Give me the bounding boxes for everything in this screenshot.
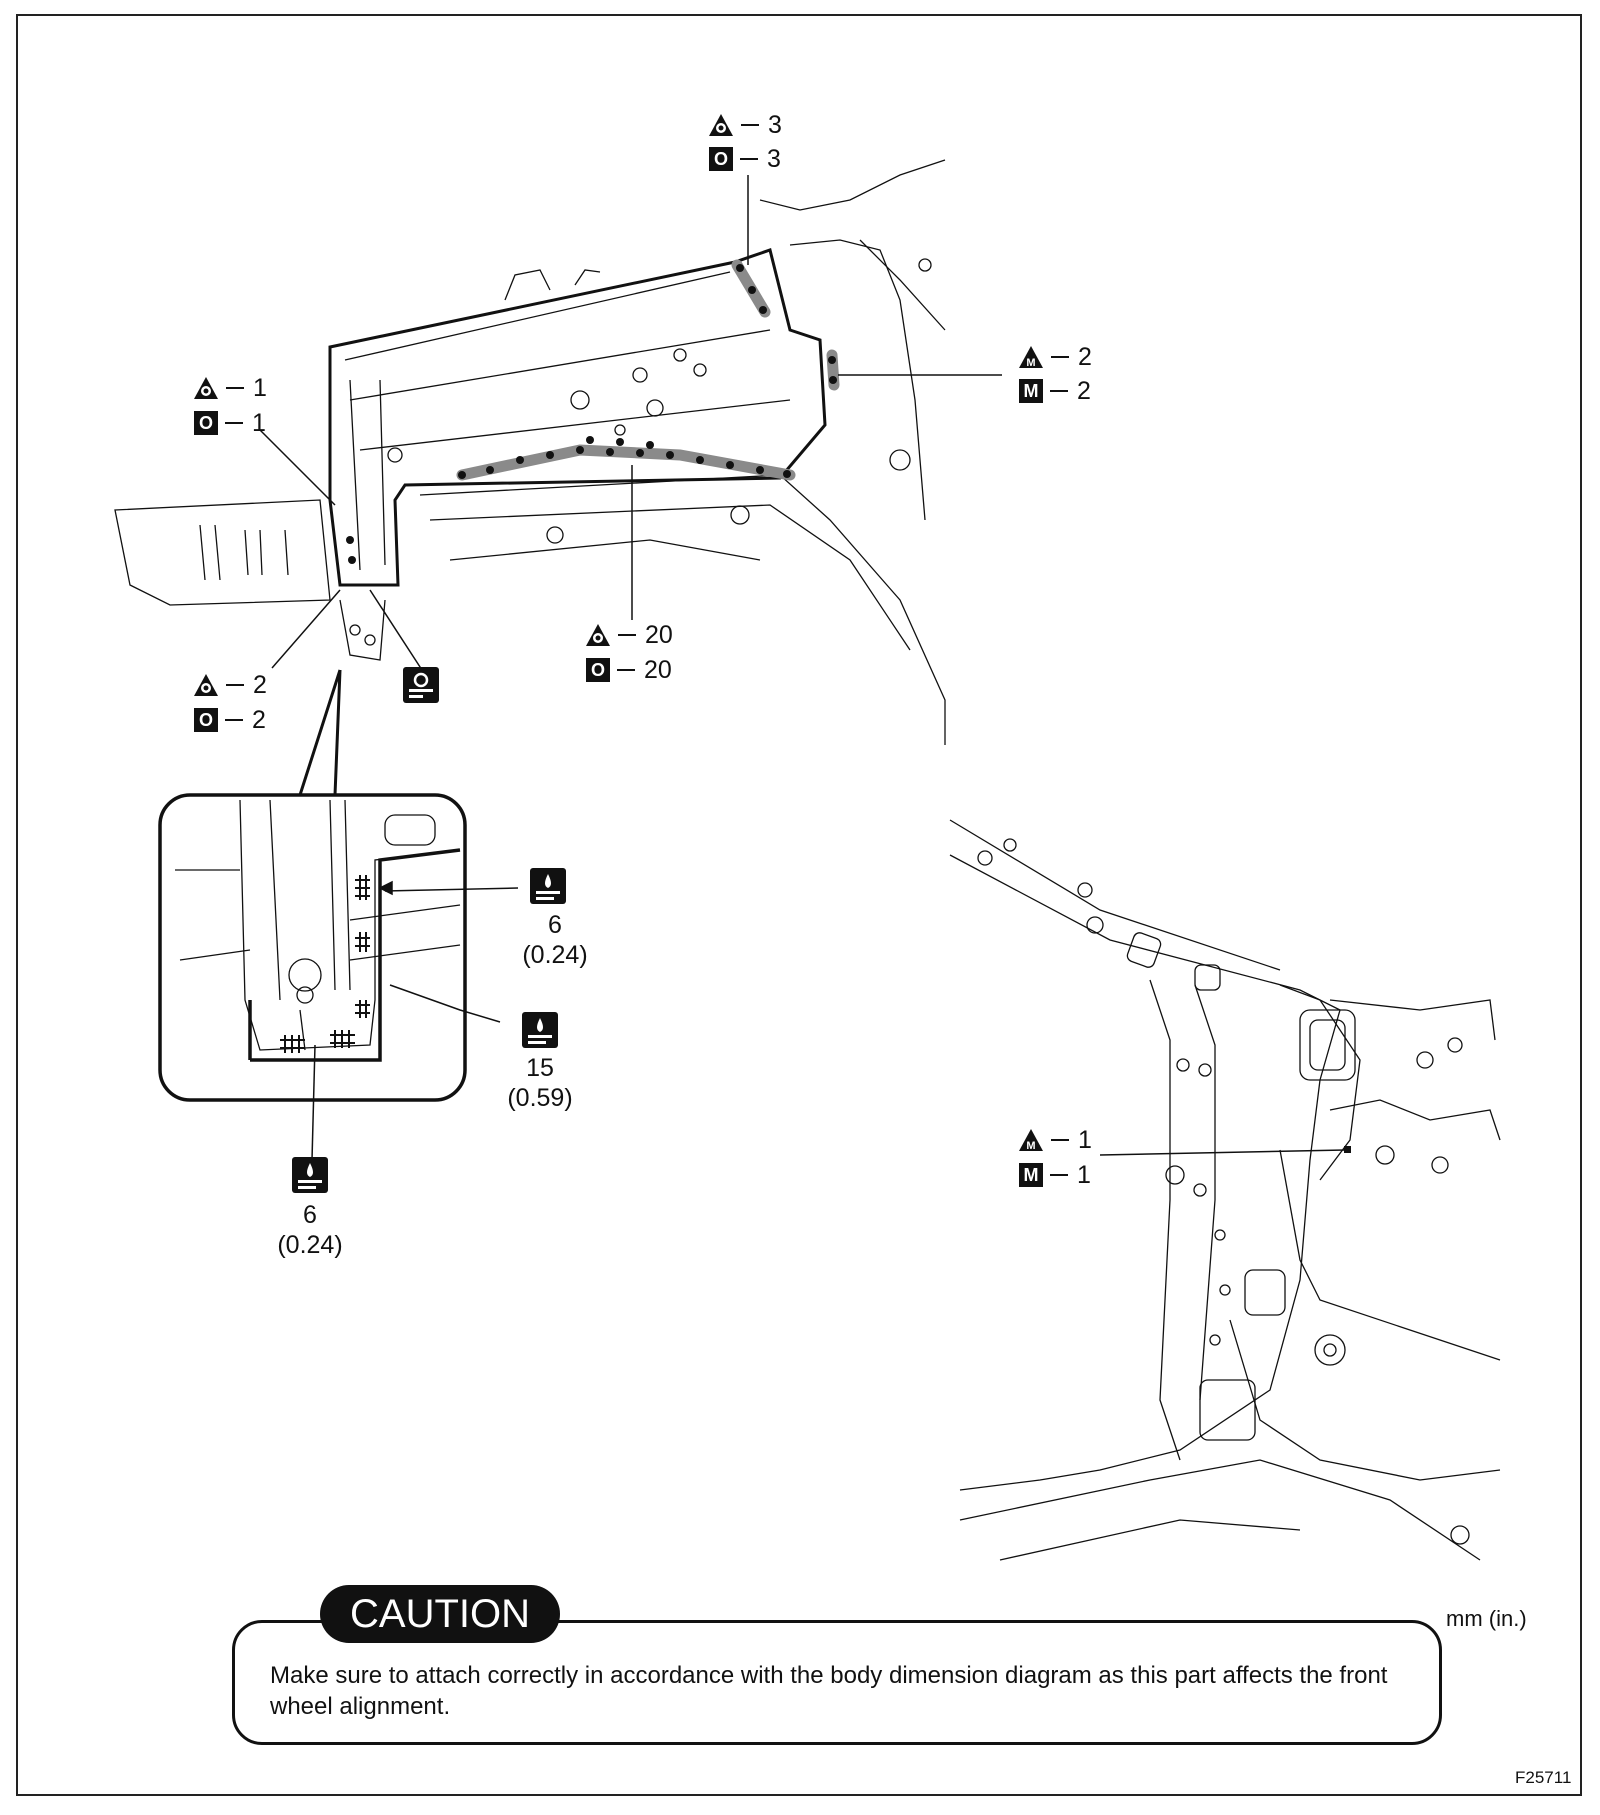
callout-m1-count-2: 1 [1077, 1161, 1091, 1189]
pillar-outline [949, 854, 1341, 1491]
mig-weld-square-icon: M [1019, 1163, 1043, 1187]
dimension-in: (0.24) [522, 941, 588, 969]
mig-weld-triangle-icon: M [1019, 1129, 1043, 1152]
svg-text:M: M [1026, 1140, 1035, 1152]
dimension-label: 6 (0.24) [505, 910, 605, 970]
figure-frame [16, 14, 1582, 1796]
dimension-label: 15 (0.59) [490, 1053, 590, 1113]
callout-a3-square: O 3 [709, 144, 781, 174]
spot-weld-triangle-icon [194, 674, 218, 696]
caution-text: Make sure to attach correctly in accorda… [270, 1662, 1388, 1720]
mig-weld-square-icon: M [1019, 379, 1043, 403]
dimension-mm: 6 [548, 911, 562, 939]
brazing-icon [522, 1012, 558, 1048]
callout-a1-triangle: 1 [193, 373, 267, 403]
fender-apron-outline [328, 248, 827, 587]
callout-m2-count-1: 2 [1078, 343, 1092, 371]
figure-id: F25711 [1515, 1768, 1572, 1787]
callout-m1-triangle: M 1 [1018, 1125, 1092, 1155]
caution-title: CAUTION [320, 1585, 560, 1643]
dimension-in: (0.59) [507, 1084, 573, 1112]
callout-a3-triangle: 3 [708, 110, 782, 140]
callout-a1-square: O 1 [194, 408, 266, 438]
callout-a3-count-1: 3 [768, 111, 782, 139]
callout-a20-triangle: 20 [585, 620, 673, 650]
spot-weld-square-icon: O [709, 147, 733, 171]
callout-a1-count-1: 1 [253, 374, 267, 402]
dimension-mm: 6 [303, 1201, 317, 1229]
mig-weld-triangle-icon: M [1019, 346, 1043, 369]
spot-weld-triangle-icon [709, 114, 733, 136]
front-bracket [114, 499, 331, 606]
callout-m1-count-1: 1 [1078, 1126, 1092, 1154]
spot-weld-square-icon: O [194, 708, 218, 732]
magnified-inset [158, 793, 467, 1102]
brazing-icon [292, 1157, 328, 1193]
unit-note: mm (in.) [1446, 1606, 1527, 1631]
callout-m2-square: M 2 [1019, 376, 1091, 406]
sealer-apply-icon [403, 667, 439, 703]
dimension-mm: 15 [526, 1054, 554, 1082]
callout-a1-count-2: 1 [252, 409, 266, 437]
callout-a2-count-2: 2 [252, 706, 266, 734]
caution-box [232, 1620, 1442, 1745]
callout-m1-square: M 1 [1019, 1160, 1091, 1190]
spot-weld-triangle-icon [586, 624, 610, 646]
callout-a2-count-1: 2 [253, 671, 267, 699]
spot-weld-triangle-icon [194, 377, 218, 399]
svg-text:M: M [1026, 357, 1035, 369]
callout-a20-square: O 20 [586, 655, 672, 685]
callout-a20-count-2: 20 [644, 656, 672, 684]
callout-a20-count-1: 20 [645, 621, 673, 649]
callout-m2-triangle: M 2 [1018, 342, 1092, 372]
callout-a2-triangle: 2 [193, 670, 267, 700]
spot-weld-square-icon: O [194, 411, 218, 435]
spot-weld-square-icon: O [586, 658, 610, 682]
dimension-in: (0.24) [277, 1231, 343, 1259]
callout-m2-count-2: 2 [1077, 377, 1091, 405]
callout-a2-square: O 2 [194, 705, 266, 735]
brazing-icon [530, 868, 566, 904]
dimension-label: 6 (0.24) [260, 1200, 360, 1260]
callout-a3-count-2: 3 [767, 145, 781, 173]
